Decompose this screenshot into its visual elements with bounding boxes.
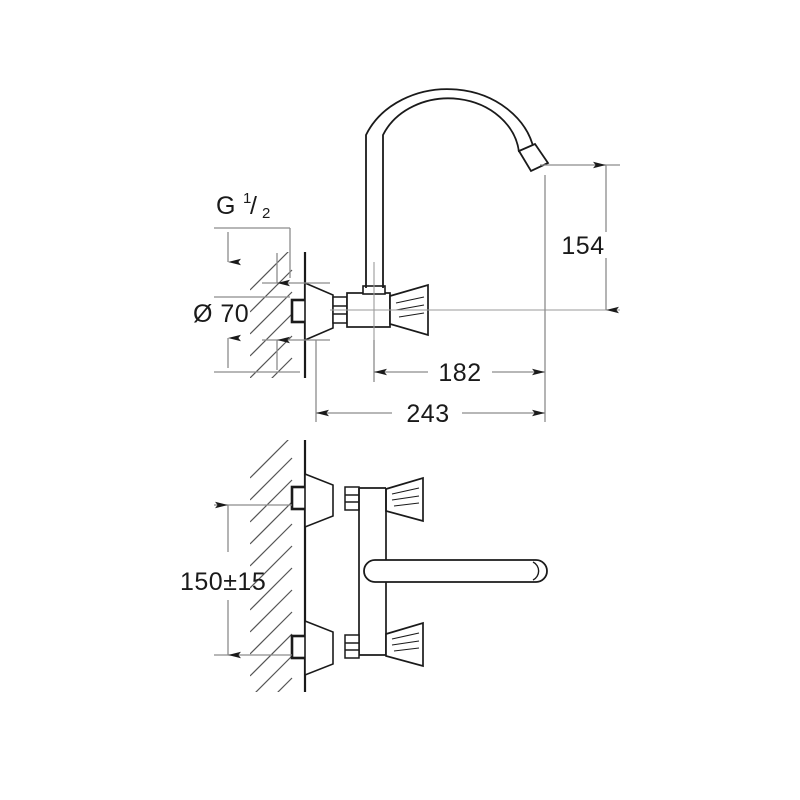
reach-inner-label: 182 bbox=[438, 359, 481, 387]
gooseneck-spout bbox=[365, 88, 535, 288]
front-elevation-view: 150±15 bbox=[180, 440, 548, 692]
thread-numerator: 1 bbox=[243, 190, 252, 207]
wall-escutcheon bbox=[304, 281, 334, 342]
cross-handle-lower bbox=[385, 621, 424, 668]
center-distance-label: 150±15 bbox=[180, 568, 266, 596]
upper-inlet-assembly bbox=[290, 472, 424, 529]
inlet-center-distance: 150±15 bbox=[180, 501, 292, 659]
horizontal-spout-top-view bbox=[363, 559, 548, 583]
thread-label-G: G bbox=[216, 192, 236, 220]
spout-height: 154 bbox=[540, 161, 620, 314]
diameter-label: Ø 70 bbox=[193, 300, 249, 328]
wall-escutcheon-upper bbox=[304, 472, 334, 529]
spout-aerator-tip bbox=[517, 142, 550, 173]
thread-denominator: 2 bbox=[262, 205, 271, 222]
spout-reach-from-body: 182 bbox=[373, 175, 546, 387]
reach-total-label: 243 bbox=[406, 400, 449, 428]
wall-escutcheon-lower bbox=[304, 619, 334, 677]
escutcheon-diameter: Ø 70 bbox=[193, 253, 330, 370]
side-elevation-view: G 1 / 2 Ø 70 154 bbox=[193, 88, 620, 428]
spout-height-label: 154 bbox=[561, 232, 604, 260]
lower-inlet-assembly bbox=[290, 619, 424, 677]
escutcheon-fitting-upper bbox=[344, 486, 360, 511]
escutcheon-fitting-lower bbox=[344, 634, 360, 659]
spout-reach-from-wall: 243 bbox=[315, 340, 546, 428]
thread-size-callout: G 1 / 2 bbox=[214, 190, 300, 373]
thread-slash: / bbox=[250, 192, 257, 220]
